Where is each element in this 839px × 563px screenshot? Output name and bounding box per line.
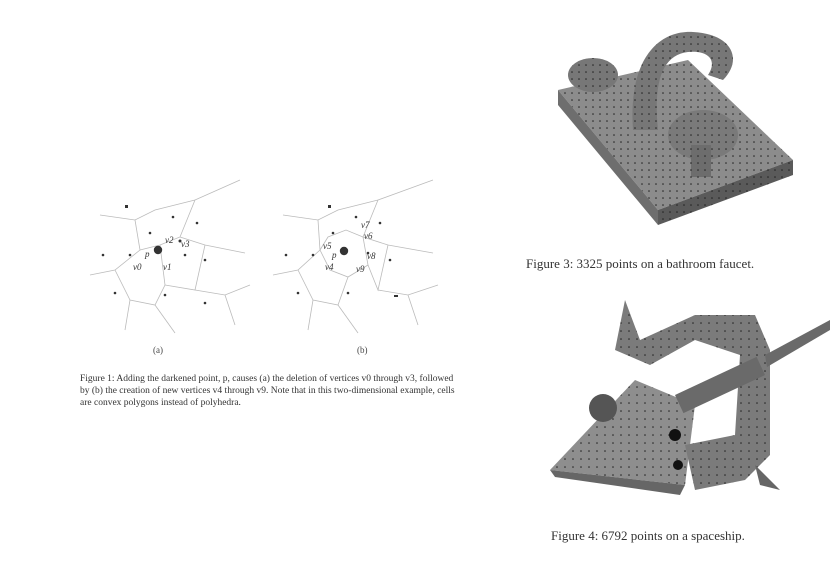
label-v3: v3	[181, 239, 190, 249]
label-v1: v1	[163, 262, 172, 272]
label-v4: v4	[325, 262, 334, 272]
label-v9: v9	[356, 264, 365, 274]
figure4-caption: Figure 4: 6792 points on a spaceship.	[551, 528, 745, 543]
figure1-sublabel-a: (a)	[153, 345, 163, 355]
figure1-caption-line3: are convex polygons instead of polyhedra…	[80, 398, 241, 408]
label-v2: v2	[165, 235, 174, 245]
figure1b-voronoi-diagram: p v4 v5 v6 v7 v8 v9	[272, 179, 439, 334]
darkened-point-p	[153, 245, 163, 255]
figure3-faucet-rendering	[558, 31, 793, 225]
figure1a-voronoi-diagram: p v0 v1 v2 v3	[89, 179, 251, 334]
label-v6: v6	[364, 231, 373, 241]
figure1-sublabel-b: (b)	[357, 345, 368, 355]
label-p: p	[144, 249, 150, 259]
figure1-caption: Figure 1: Adding the darkened point, p, …	[80, 373, 500, 409]
figure1-caption-line1: Figure 1: Adding the darkened point, p, …	[80, 374, 454, 384]
label-v0: v0	[133, 262, 142, 272]
label-p: p	[331, 250, 337, 260]
label-v5: v5	[323, 241, 332, 251]
label-v8: v8	[367, 251, 376, 261]
figure3-caption: Figure 3: 3325 points on a bathroom fauc…	[526, 256, 755, 271]
label-v7: v7	[361, 220, 370, 230]
darkened-point-p	[339, 246, 349, 256]
figure1-caption-line2: by (b) the creation of new vertices v4 t…	[80, 386, 455, 396]
figure4-spaceship-rendering	[550, 300, 830, 495]
